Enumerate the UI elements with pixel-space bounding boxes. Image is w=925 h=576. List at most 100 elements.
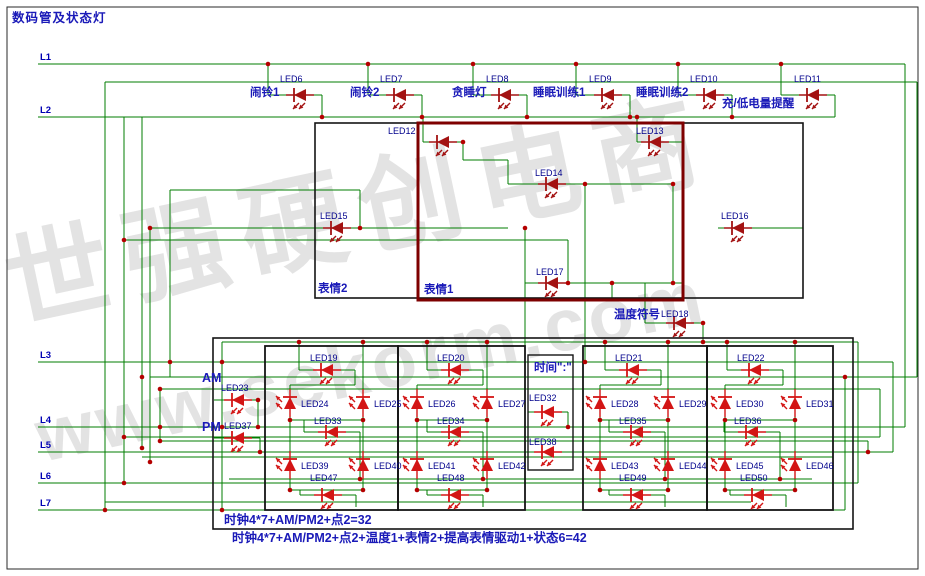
led-LED42[interactable]: LED42 [472,451,526,479]
led-LED28[interactable]: LED28 [585,389,639,417]
led-LED39[interactable]: LED39 [275,451,329,479]
led-LED23[interactable]: LED23 [221,383,252,415]
led-LED15[interactable]: LED15 [320,211,351,243]
led-symbol [719,459,731,471]
led-ref-label: LED13 [636,126,664,136]
led-symbol [481,397,493,409]
led-ref-label: LED30 [736,399,764,409]
led-ref-label: LED47 [310,473,338,483]
led-LED12[interactable]: LED12 [388,126,457,157]
junction-dot [147,459,153,465]
led-ref-label: LED20 [437,353,465,363]
led-LED36[interactable]: LED36 [734,416,766,447]
led-symbol [481,459,493,471]
led-LED27[interactable]: LED27 [472,389,526,417]
led-ref-label: LED48 [437,473,465,483]
led-LED26[interactable]: LED26 [402,389,456,417]
led-symbol [542,446,554,458]
led-LED37[interactable]: LED37 [224,421,252,453]
led-LED25[interactable]: LED25 [348,389,402,417]
led-LED29[interactable]: LED29 [653,389,707,417]
led-symbol [662,397,674,409]
junction-dot [484,417,490,423]
led-LED48[interactable]: LED48 [437,473,469,510]
junction-dot [365,61,371,67]
junction-layer [102,61,871,513]
net-label-L7[interactable]: L7 [40,498,51,509]
annotation-text: 充/低电量提醒 [722,96,795,110]
led-LED31[interactable]: LED31 [780,389,834,417]
led-LED19[interactable]: LED19 [310,353,341,385]
junction-dot [265,61,271,67]
led-LED34[interactable]: LED34 [437,416,469,447]
led-ref-label: LED12 [388,126,416,136]
net-label-L2[interactable]: L2 [40,105,51,116]
led-LED20[interactable]: LED20 [437,353,469,385]
led-ref-label: LED11 [794,74,821,84]
junction-dot [665,487,671,493]
led-ref-label: LED31 [806,399,834,409]
led-LED24[interactable]: LED24 [275,389,329,417]
led-LED14[interactable]: LED14 [535,168,566,199]
junction-dot [524,114,530,120]
junction-dot [419,114,425,120]
net-label-L5[interactable]: L5 [40,440,52,451]
led-symbol [449,489,461,501]
led-LED17[interactable]: LED17 [536,267,566,298]
led-LED45[interactable]: LED45 [710,451,764,479]
led-LED40[interactable]: LED40 [348,451,402,479]
led-symbol [746,426,758,438]
led-LED33[interactable]: LED33 [314,416,346,447]
led-ref-label: LED25 [374,399,402,409]
junction-dot [778,61,784,67]
colon-box [527,354,574,471]
led-symbol [284,459,296,471]
led-LED16[interactable]: LED16 [721,211,752,243]
led-LED44[interactable]: LED44 [653,451,707,479]
junction-dot [139,445,145,451]
led-ref-label: LED7 [380,74,403,84]
led-LED22[interactable]: LED22 [737,353,769,385]
led-LED13[interactable]: LED13 [636,126,669,157]
led-ref-label: LED45 [736,461,764,471]
junction-dot [157,438,163,444]
led-LED41[interactable]: LED41 [402,451,456,479]
junction-dot [255,424,261,430]
led-ref-label: LED49 [619,473,647,483]
led-LED21[interactable]: LED21 [615,353,647,385]
led-LED35[interactable]: LED35 [619,416,651,447]
junction-dot [792,487,798,493]
led-LED47[interactable]: LED47 [310,473,342,510]
led-LED46[interactable]: LED46 [780,451,834,479]
led-ref-label: LED28 [611,399,639,409]
annotation-text: 时钟4*7+AM/PM2+点2=32 [224,512,372,527]
net-label-L1[interactable]: L1 [40,52,52,63]
net-label-L4[interactable]: L4 [40,415,52,426]
led-LED49[interactable]: LED49 [619,473,651,510]
led-ref-label: LED17 [536,267,564,277]
led-LED32[interactable]: LED32 [529,393,562,427]
net-label-L3[interactable]: L3 [40,350,51,361]
led-LED38[interactable]: LED38 [529,437,562,467]
led-symbol [631,489,643,501]
junction-dot [319,114,325,120]
led-LED43[interactable]: LED43 [585,451,639,479]
led-ref-label: LED37 [224,421,252,431]
led-symbol [411,459,423,471]
led-LED18[interactable]: LED18 [661,309,694,338]
net-label-L6[interactable]: L6 [40,471,51,482]
led-LED50[interactable]: LED50 [740,473,772,510]
led-name-label: 睡眠训练2 [636,85,688,99]
junction-dot [480,476,486,482]
led-LED11[interactable]: LED11 [794,74,827,110]
digit-box-4 [706,345,834,511]
led-symbol [411,397,423,409]
led-LED30[interactable]: LED30 [710,389,764,417]
